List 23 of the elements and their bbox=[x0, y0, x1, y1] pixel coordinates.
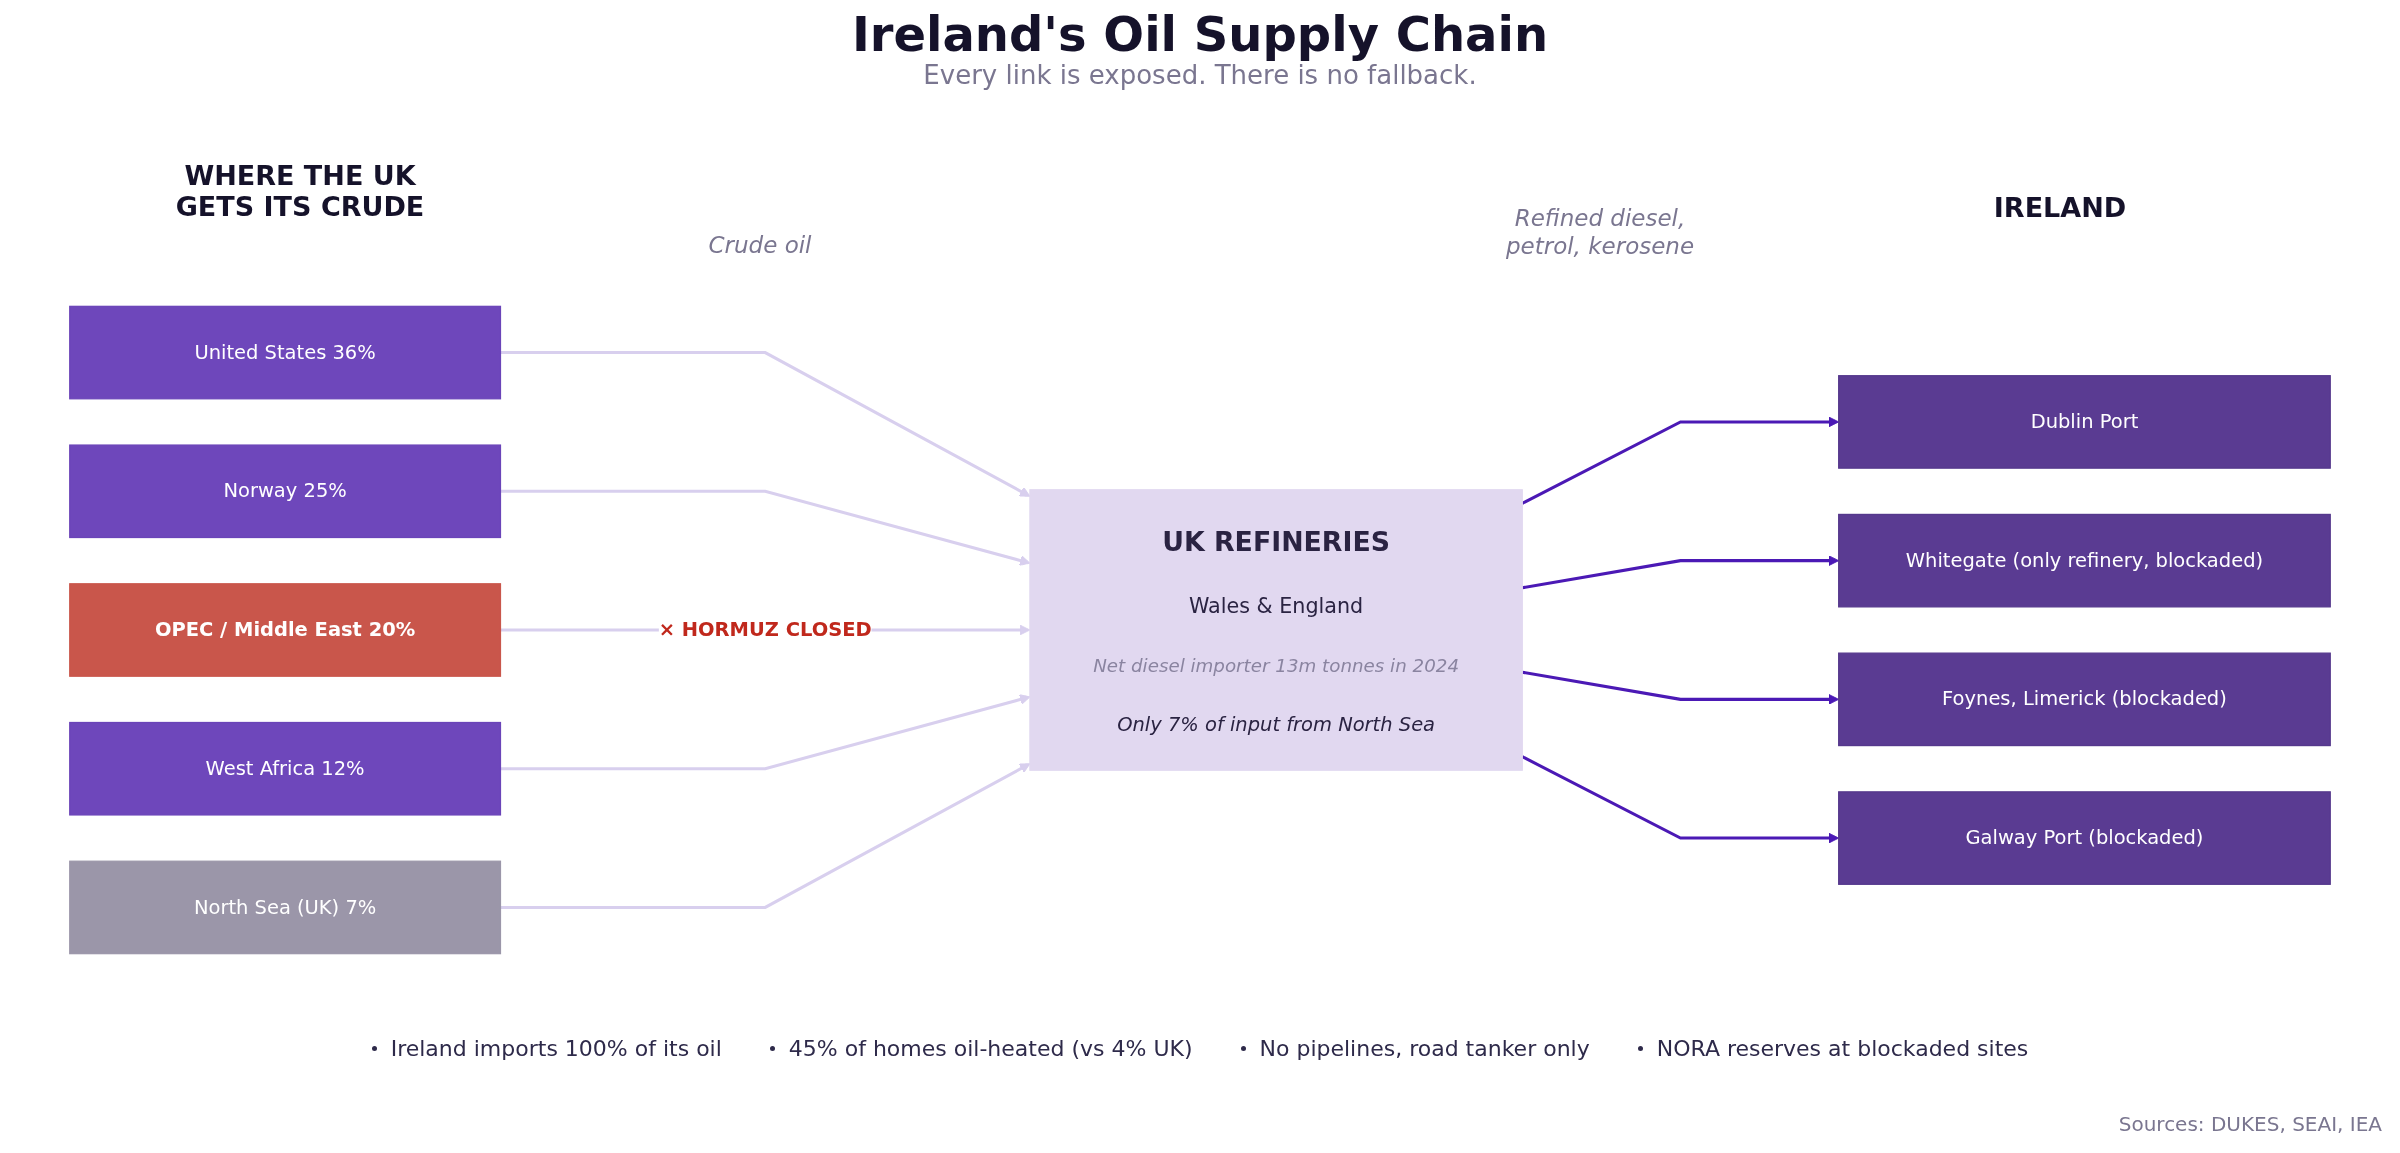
node-box: Dublin Port bbox=[1838, 375, 2331, 469]
note-text: Ireland imports 100% of its oil bbox=[390, 1036, 722, 1061]
node-box: United States 36% bbox=[69, 305, 502, 400]
node-box: UK REFINERIES Wales & England Net diesel importer 13m tonnes in 2024 Only 7% of input from North Sea bbox=[1029, 489, 1523, 771]
flow-label: Refined diesel, petrol, kerosene bbox=[1504, 205, 1696, 261]
subtitle: Every link is exposed. There is no fallback. bbox=[923, 60, 1477, 90]
flow-label: Crude oil bbox=[708, 232, 812, 260]
node-box: North Sea (UK) 7% bbox=[69, 860, 502, 955]
source-note: Sources: DUKES, SEAI, IEA bbox=[2118, 1112, 2382, 1136]
note-text: No pipelines, road tanker only bbox=[1259, 1036, 1590, 1061]
node-box: Norway 25% bbox=[69, 444, 502, 539]
column-heading: WHERE THE UK GETS ITS CRUDE bbox=[174, 160, 426, 223]
node-box: Galway Port (blockaded) bbox=[1838, 791, 2331, 885]
note-text: NORA reserves at blockaded sites bbox=[1656, 1036, 2029, 1061]
edge-label: × HORMUZ CLOSED bbox=[658, 617, 872, 641]
node-box: Whitegate (only refinery, blockaded) bbox=[1838, 513, 2331, 608]
node-box: Foynes, Limerick (blockaded) bbox=[1838, 652, 2331, 747]
arrow bbox=[500, 763, 1031, 909]
node-box: OPEC / Middle East 20% bbox=[69, 583, 502, 677]
note-text: 45% of homes oil-heated (vs 4% UK) bbox=[788, 1036, 1193, 1061]
column-heading: IRELAND bbox=[1993, 192, 2127, 224]
diagram-title: Ireland's Oil Supply Chain bbox=[851, 6, 1549, 62]
node-box: West Africa 12% bbox=[69, 721, 502, 816]
